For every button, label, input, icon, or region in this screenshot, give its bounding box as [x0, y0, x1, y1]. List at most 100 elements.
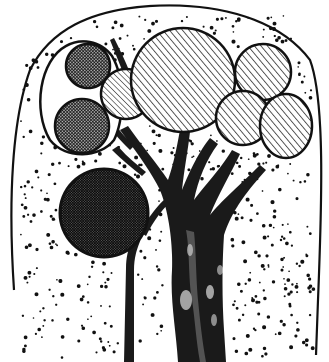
stipple-dot — [82, 295, 85, 298]
stipple-dot — [244, 304, 246, 306]
stipple-dot — [265, 162, 267, 164]
stipple-dot — [269, 26, 273, 30]
stipple-dot — [96, 26, 99, 29]
stipple-dot — [210, 168, 212, 170]
stipple-dot — [246, 334, 250, 338]
stipple-dot — [256, 212, 259, 215]
stipple-dot — [267, 315, 270, 318]
stipple-dot — [241, 216, 244, 219]
stipple-dot — [297, 66, 299, 68]
stipple-dot — [242, 314, 244, 316]
stipple-dot — [43, 319, 45, 321]
stipple-dot — [114, 20, 118, 24]
stipple-dot — [231, 238, 235, 242]
stipple-dot — [74, 158, 77, 161]
stipple-dot — [33, 317, 35, 319]
stipple-dot — [61, 356, 64, 359]
stipple-dot — [91, 266, 93, 268]
stipple-dot — [25, 197, 27, 199]
stipple-dot — [144, 297, 147, 300]
stipple-dot — [210, 135, 212, 137]
stipple-dot — [110, 325, 113, 328]
stipple-dot — [147, 236, 151, 240]
stipple-dot — [256, 154, 258, 156]
stipple-dot — [60, 293, 64, 297]
stipple-dot — [144, 19, 146, 21]
stipple-dot — [147, 29, 151, 33]
stipple-dot — [42, 325, 44, 327]
sphere-7 — [60, 169, 148, 257]
stipple-dot — [309, 284, 312, 287]
stipple-dot — [267, 235, 269, 237]
stipple-dot — [28, 271, 32, 275]
stipple-dot — [284, 283, 286, 285]
stipple-dot — [51, 319, 54, 322]
stipple-dot — [40, 210, 43, 213]
stipple-dot — [42, 307, 44, 309]
stipple-dot — [22, 88, 25, 91]
stipple-dot — [231, 244, 234, 247]
stipple-dot — [127, 35, 129, 37]
stipple-dot — [151, 313, 155, 317]
stipple-dot — [48, 173, 51, 176]
stipple-dot — [87, 301, 90, 304]
stipple-dot — [309, 96, 313, 100]
stipple-dot — [181, 20, 183, 22]
stipple-dot — [257, 313, 260, 316]
stipple-dot — [283, 15, 285, 17]
stipple-dot — [308, 278, 311, 281]
stipple-dot — [118, 162, 121, 165]
stipple-dot — [24, 276, 28, 280]
stipple-dot — [139, 250, 142, 253]
stipple-dot — [32, 213, 35, 216]
stipple-dot — [55, 304, 57, 306]
stipple-dot — [74, 253, 78, 257]
stipple-dot — [186, 16, 188, 18]
stipple-dot — [20, 186, 22, 188]
stipple-dot — [296, 197, 299, 200]
stipple-dot — [281, 40, 285, 44]
stipple-dot — [220, 17, 223, 20]
stipple-dot — [282, 224, 284, 226]
stipple-dot — [58, 162, 61, 165]
stipple-dot — [246, 198, 250, 202]
stipple-dot — [146, 150, 148, 152]
stipple-dot — [161, 168, 164, 171]
stipple-dot — [88, 276, 90, 278]
stipple-dot — [240, 157, 242, 159]
stipple-dot — [306, 173, 309, 176]
stipple-dot — [300, 260, 304, 264]
stipple-dot — [222, 149, 225, 152]
stipple-dot — [288, 303, 291, 306]
stipple-dot — [281, 236, 283, 238]
stipple-dot — [113, 350, 116, 353]
stipple-dot — [87, 318, 89, 320]
stipple-dot — [67, 252, 70, 255]
stipple-dot — [35, 292, 39, 296]
stipple-dot — [263, 236, 267, 240]
stipple-dot — [280, 320, 283, 323]
stipple-dot — [109, 345, 111, 347]
stipple-dot — [120, 24, 124, 28]
stipple-dot — [262, 325, 266, 329]
stipple-dot — [80, 298, 84, 302]
stipple-dot — [95, 351, 97, 353]
stipple-dot — [100, 340, 102, 342]
stipple-dot — [68, 165, 70, 167]
stipple-dot — [61, 335, 65, 339]
stipple-dot — [36, 267, 38, 269]
stipple-dot — [24, 185, 27, 188]
stipple-dot — [77, 165, 81, 169]
stipple-dot — [153, 142, 156, 145]
stipple-dot — [296, 328, 300, 332]
stipple-dot — [245, 352, 249, 356]
stipple-dot — [66, 318, 69, 321]
stipple-dot — [29, 130, 33, 134]
stipple-dot — [294, 334, 297, 337]
stipple-dot — [289, 163, 291, 165]
stipple-dot — [240, 290, 243, 293]
stipple-dot — [296, 263, 298, 265]
stipple-dot — [309, 314, 311, 316]
stipple-dot — [248, 348, 252, 352]
